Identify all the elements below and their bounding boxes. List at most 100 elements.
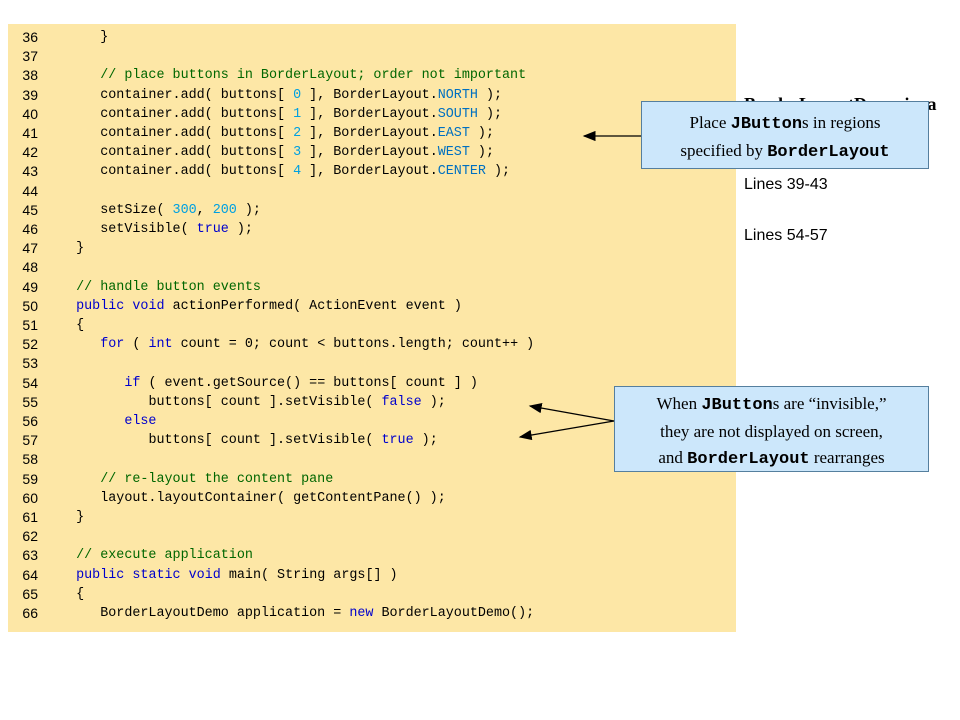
code-text: { <box>52 316 84 335</box>
code-token: ( event.getSource() == buttons[ count ] … <box>140 375 478 391</box>
code-indent <box>52 241 76 256</box>
code-text: { <box>52 585 84 604</box>
code-token: EAST <box>437 126 470 141</box>
code-token: ; count < buttons.length; count++ ) <box>252 337 535 353</box>
code-token: actionPerformed( ActionEvent event ) <box>164 298 462 314</box>
code-indent <box>52 203 100 218</box>
callout-place-buttons: Place JButtons in regions specified by B… <box>641 101 929 169</box>
callout-code: JButton <box>730 115 803 134</box>
code-token: ], BorderLayout. <box>301 164 438 180</box>
code-token: false <box>381 394 422 410</box>
code-token: // execute application <box>76 548 253 564</box>
line-number: 40 <box>22 105 38 122</box>
callout-text: When <box>656 394 702 413</box>
code-text: for ( int count = 0; count < buttons.len… <box>52 335 534 354</box>
callout-text: rearranges <box>809 448 885 467</box>
line-number: 49 <box>22 278 38 295</box>
code-token: buttons[ count ].setVisible( <box>148 394 382 410</box>
code-indent <box>52 145 100 160</box>
line-number: 53 <box>22 355 38 372</box>
code-indent <box>52 510 76 525</box>
code-token: container.add( buttons[ <box>100 106 294 122</box>
callout-text: specified by <box>680 141 768 160</box>
code-indent <box>52 414 124 429</box>
line-number: 51 <box>22 317 38 333</box>
code-indent <box>52 491 100 506</box>
code-indent <box>52 606 100 621</box>
code-text: setVisible( true ); <box>52 220 253 239</box>
code-token: count = <box>172 337 245 353</box>
code-text: } <box>52 508 84 527</box>
code-text: buttons[ count ].setVisible( true ); <box>52 431 437 450</box>
code-token: ); <box>228 222 253 237</box>
line-number: 63 <box>22 547 38 564</box>
code-token: 4 <box>293 164 302 180</box>
line-number: 50 <box>22 297 38 314</box>
line-reference-1: Lines 39-43 <box>744 176 828 193</box>
line-number: 56 <box>22 413 38 429</box>
code-token: ( <box>124 337 149 353</box>
code-indent <box>52 30 100 45</box>
line-number: 58 <box>22 451 38 468</box>
line-number: 41 <box>22 125 38 141</box>
code-text: // execute application <box>52 546 253 565</box>
code-token: 1 <box>293 106 302 122</box>
code-indent <box>52 568 76 583</box>
callout-text: they are not displayed on screen, <box>660 422 883 441</box>
code-indent <box>52 68 100 83</box>
callout-code: BorderLayout <box>767 143 890 162</box>
code-text: setSize( 300, 200 ); <box>52 201 261 220</box>
code-indent <box>52 587 76 602</box>
code-token: true <box>196 222 229 237</box>
code-token: container.add( buttons[ <box>100 126 294 141</box>
code-token: container.add( buttons[ <box>100 87 294 103</box>
code-token: ); <box>469 145 494 161</box>
callout-text: Place <box>689 113 731 132</box>
line-number: 66 <box>22 605 38 621</box>
code-text: if ( event.getSource() == buttons[ count… <box>52 374 478 393</box>
code-token: true <box>381 433 414 449</box>
line-number: 47 <box>22 240 38 257</box>
line-number: 36 <box>22 29 38 45</box>
code-indent <box>52 126 100 141</box>
code-text: // handle button events <box>52 278 261 297</box>
code-token: CENTER <box>437 164 486 180</box>
code-token: ); <box>485 164 511 180</box>
code-token: if <box>124 375 141 391</box>
line-number: 52 <box>22 336 38 353</box>
code-text: public void actionPerformed( ActionEvent… <box>52 297 462 316</box>
code-indent <box>52 164 100 179</box>
code-text: layout.layoutContainer( getContentPane()… <box>52 489 446 508</box>
code-text: buttons[ count ].setVisible( false ); <box>52 393 445 412</box>
line-number: 61 <box>22 509 38 525</box>
code-token: layout.layoutContainer( getContentPane()… <box>100 490 446 506</box>
code-text: container.add( buttons[ 3 ], BorderLayou… <box>52 143 494 162</box>
code-indent <box>52 222 100 237</box>
code-indent <box>52 376 124 391</box>
code-token: public <box>76 298 125 314</box>
code-text: // place buttons in BorderLayout; order … <box>52 66 526 85</box>
code-token: ); <box>477 106 503 122</box>
code-token: 2 <box>293 126 302 141</box>
code-token: ], BorderLayout. <box>301 87 438 103</box>
callout-text: s in regions <box>802 113 881 132</box>
code-token: container.add( buttons[ <box>100 145 294 161</box>
callout-text: s are “invisible,” <box>772 394 887 413</box>
line-number: 54 <box>22 374 38 391</box>
code-token: main( String args[] ) <box>220 567 398 583</box>
code-token: 0 <box>293 87 302 103</box>
code-indent <box>52 88 100 103</box>
code-token: for <box>100 337 125 353</box>
line-number: 46 <box>22 221 38 237</box>
code-token: new <box>349 606 374 621</box>
code-token: // place buttons in BorderLayout; order … <box>100 68 527 84</box>
code-token: static <box>132 567 181 583</box>
line-number: 38 <box>22 67 38 84</box>
callout-text: and <box>658 448 688 467</box>
line-number: 62 <box>22 528 38 545</box>
code-token: void <box>132 298 165 314</box>
code-token: int <box>148 337 173 353</box>
line-number: 43 <box>22 163 38 180</box>
code-text: container.add( buttons[ 0 ], BorderLayou… <box>52 86 502 105</box>
